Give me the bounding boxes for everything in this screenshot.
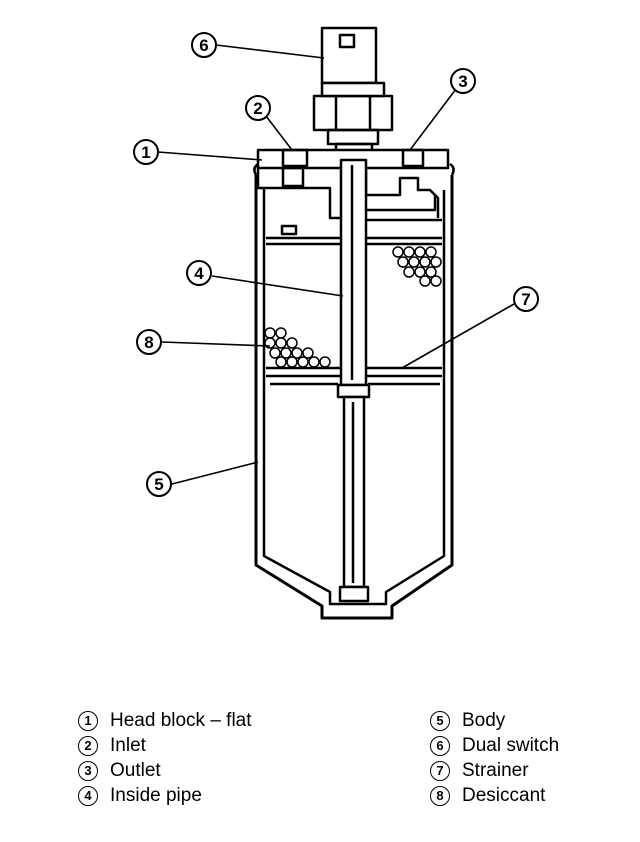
svg-text:8: 8: [144, 333, 153, 352]
legend-item: 6 Dual switch: [430, 733, 559, 758]
legend-item: 8 Desiccant: [430, 783, 559, 808]
legend-item: 5 Body: [430, 708, 559, 733]
legend-label: Inside pipe: [110, 784, 202, 806]
legend-column-left: 1 Head block – flat 2 Inlet 3 Outlet 4 I…: [78, 708, 252, 808]
legend-number: 1: [78, 710, 98, 731]
legend-item: 7 Strainer: [430, 758, 559, 783]
legend-number: 7: [430, 760, 450, 781]
callout-2: 2: [245, 95, 271, 121]
legend-number: 6: [430, 735, 450, 756]
inside-pipe: [336, 158, 371, 603]
leader-4: [211, 275, 344, 297]
callout-3: 3: [450, 68, 476, 94]
upper-screen: [266, 195, 442, 246]
legend-item: 4 Inside pipe: [78, 783, 252, 808]
svg-text:3: 3: [458, 72, 467, 91]
desiccant: [264, 246, 442, 368]
svg-text:5: 5: [154, 475, 163, 494]
body-shell: [254, 175, 454, 620]
callout-6: 6: [191, 32, 217, 58]
legend-number: 5: [430, 710, 450, 731]
leader-2: [265, 115, 293, 151]
svg-text:1: 1: [141, 143, 150, 162]
svg-text:4: 4: [194, 264, 204, 283]
svg-text:7: 7: [521, 290, 530, 309]
legend-column-right: 5 Body 6 Dual switch 7 Strainer 8 Desicc…: [430, 708, 559, 808]
leader-1: [157, 151, 263, 161]
dual-switch: [312, 26, 394, 162]
legend: 1 Head block – flat 2 Inlet 3 Outlet 4 I…: [0, 708, 640, 818]
callout-8: 8: [136, 329, 162, 355]
callout-5: 5: [146, 471, 172, 497]
legend-number: 8: [430, 785, 450, 806]
legend-label: Inlet: [110, 734, 146, 756]
legend-label: Head block – flat: [110, 709, 252, 731]
callout-1: 1: [133, 139, 159, 165]
receiver-drier-diagram: 6 2 3 1 4 7 8 5: [133, 26, 539, 620]
leader-8: [161, 341, 271, 347]
leader-5: [171, 461, 259, 485]
strainer: [266, 366, 442, 386]
legend-number: 3: [78, 760, 98, 781]
callout-4: 4: [186, 260, 212, 286]
legend-label: Strainer: [462, 759, 529, 781]
legend-label: Desiccant: [462, 784, 546, 806]
legend-number: 2: [78, 735, 98, 756]
leader-6: [215, 44, 325, 59]
leader-7: [401, 303, 515, 369]
callout-7: 7: [513, 286, 539, 312]
legend-number: 4: [78, 785, 98, 806]
legend-label: Body: [462, 709, 506, 731]
leader-3: [409, 88, 457, 151]
legend-item: 2 Inlet: [78, 733, 252, 758]
legend-item: 3 Outlet: [78, 758, 252, 783]
svg-text:2: 2: [253, 99, 262, 118]
legend-label: Outlet: [110, 759, 161, 781]
legend-item: 1 Head block – flat: [78, 708, 252, 733]
legend-label: Dual switch: [462, 734, 560, 756]
svg-text:6: 6: [199, 36, 208, 55]
